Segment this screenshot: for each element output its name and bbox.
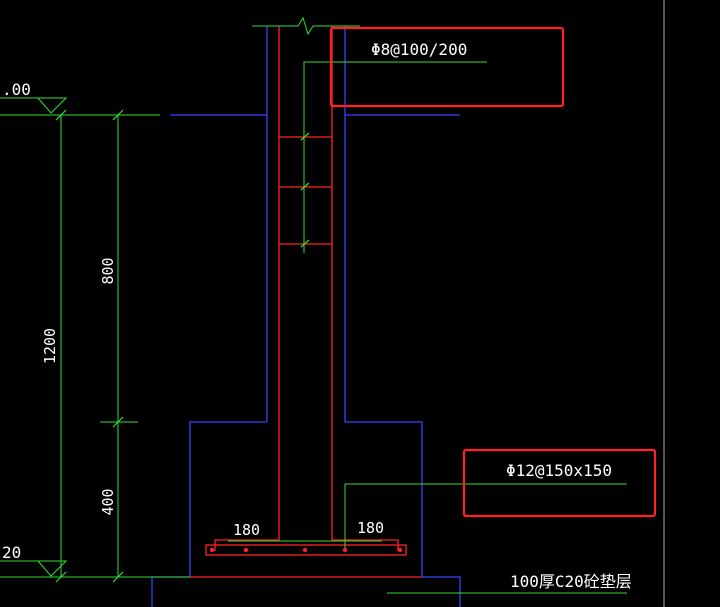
dim-tick [55,571,67,583]
mesh-annotation: Φ12@150x150 [506,461,612,480]
footing-right [345,421,423,577]
bottom-mesh-bars [209,547,403,553]
rebar-dot [243,547,249,553]
dim-tick [112,416,124,428]
dim-label-upper: 800 [99,257,117,284]
concrete-outline [151,26,461,607]
rebar-dot [342,547,348,553]
dim-label-left-cover: 180 [233,521,260,539]
cushion-annotation: 100厚C20砼垫层 [510,572,632,591]
stirrup-slash [300,132,310,141]
mesh-highlight-box [462,448,657,518]
elevation-marker-top [0,97,68,114]
elevation-label-bottom: 20 [2,543,21,562]
dim-tick [112,571,124,583]
rebar-dot [209,547,215,553]
dimension-lines [0,16,627,594]
elevation-label-top: .00 [2,80,31,99]
break-line [252,16,360,36]
stirrup-slash [300,182,310,191]
stirrup-leader [303,61,487,253]
dim-label-lower: 400 [99,488,117,515]
cushion-outline-right [422,576,461,607]
rebar-group [190,26,422,578]
stirrup-slash [300,239,310,248]
dim-tick [112,109,124,121]
mesh-leader [344,483,627,548]
elevation-marker-bottom [0,560,68,577]
dim-tick [55,109,67,121]
rebar-dot [302,547,308,553]
footing-left [189,421,267,577]
dim-label-total: 1200 [41,328,59,364]
dim-label-right-cover: 180 [357,519,384,537]
stirrup-highlight-box [329,26,565,108]
stirrup-annotation: Φ8@100/200 [371,40,467,59]
bottom-mesh [205,544,407,556]
dimension-ticks [55,109,310,583]
rebar-dot [397,547,403,553]
